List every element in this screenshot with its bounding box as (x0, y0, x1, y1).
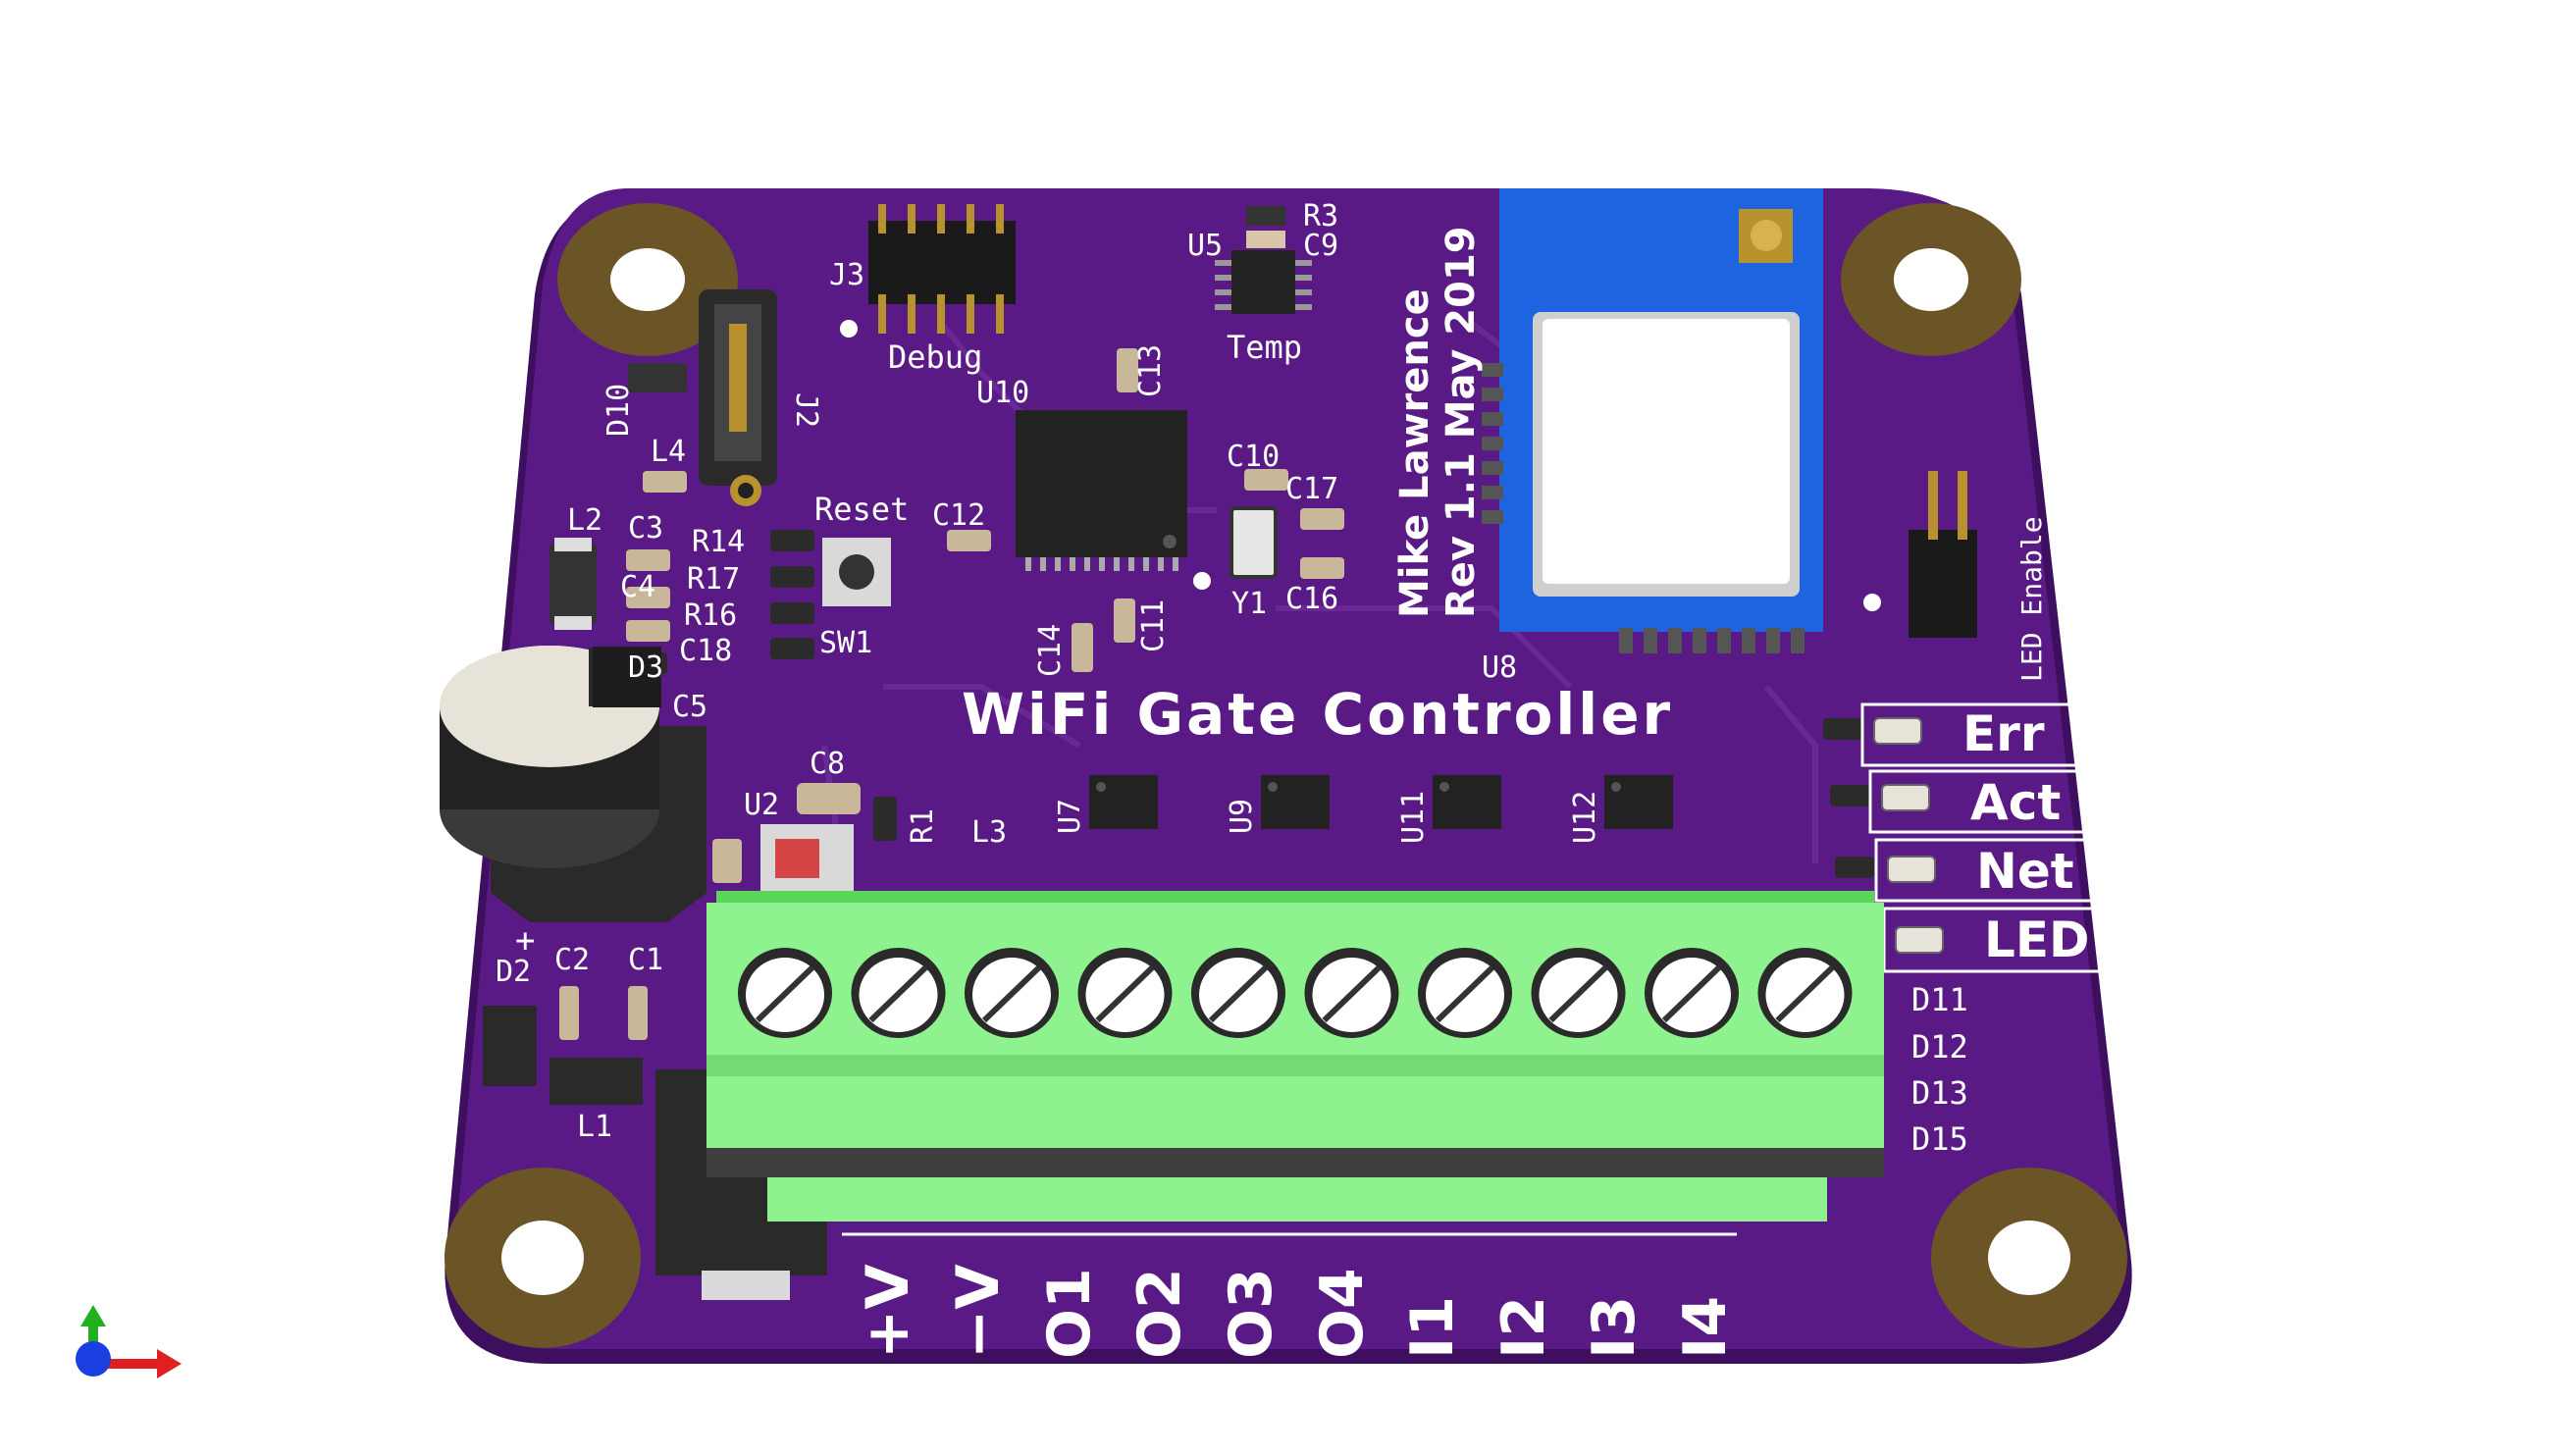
terminal-label-o1: O1 (1035, 1268, 1104, 1359)
optocouplers (1089, 775, 1673, 829)
label-c16: C16 (1285, 582, 1338, 616)
label-y1: Y1 (1231, 587, 1267, 621)
board-title: WiFi Gate Controller (962, 681, 1673, 748)
label-d10: D10 (602, 384, 636, 437)
debug-header-j3 (840, 204, 1016, 338)
mounting-hole-top-right (1841, 203, 2021, 356)
label-c11: C11 (1136, 599, 1171, 652)
terminal-screw (851, 948, 946, 1038)
board-author: Mike Lawrence (1392, 288, 1438, 618)
label-temp: Temp (1227, 329, 1302, 366)
label-c4: C4 (620, 570, 655, 604)
terminal-label-o4: O4 (1308, 1268, 1377, 1359)
label-l1: L1 (577, 1110, 612, 1144)
label-r16: R16 (684, 598, 737, 633)
reset-button-sw1 (822, 538, 891, 606)
label-r17: R17 (687, 562, 740, 597)
terminal-screw (1418, 948, 1512, 1038)
terminal-label-i4: I4 (1671, 1296, 1740, 1359)
label-u12: U12 (1568, 791, 1602, 844)
board-revision: Rev 1.1 May 2019 (1438, 226, 1484, 618)
mounting-hole-bottom-left (445, 1168, 641, 1348)
terminal-block (706, 891, 1884, 1222)
label-c10: C10 (1227, 440, 1280, 474)
label-c18: C18 (679, 634, 732, 668)
terminal-label-o3: O3 (1217, 1268, 1285, 1359)
label-c17: C17 (1285, 472, 1338, 506)
label-d12: D12 (1911, 1028, 1968, 1066)
inductor-l2 (549, 538, 597, 630)
label-u8: U8 (1482, 650, 1517, 685)
terminal-screw (1304, 948, 1399, 1038)
terminal-screw (1191, 948, 1285, 1038)
terminal-labels: +V −V O1 O2 O3 O4 I1 I2 I3 I4 (854, 1264, 1740, 1359)
label-r1: R1 (906, 808, 940, 844)
label-u5: U5 (1187, 229, 1223, 263)
label-u2: U2 (744, 788, 779, 822)
terminal-label-i3: I3 (1580, 1296, 1648, 1359)
label-c2: C2 (554, 943, 590, 977)
label-c3: C3 (628, 511, 663, 546)
label-u9: U9 (1225, 799, 1259, 834)
terminal-screw (1077, 948, 1173, 1038)
label-reset: Reset (814, 491, 909, 528)
led-enable-header (1909, 471, 1977, 638)
terminal-screw (1531, 948, 1626, 1038)
label-d2: D2 (496, 955, 531, 989)
label-d11: D11 (1911, 981, 1968, 1018)
label-plus: + (515, 921, 535, 961)
label-c14: C14 (1033, 624, 1068, 677)
label-c8: C8 (810, 747, 845, 781)
status-led-led: LED (1984, 911, 2090, 968)
usb-connector-j2 (699, 289, 777, 506)
status-leds (1823, 702, 2102, 973)
label-c1: C1 (628, 943, 663, 977)
label-debug: Debug (888, 338, 982, 376)
terminal-label-i2: I2 (1490, 1296, 1558, 1359)
terminal-screw (738, 948, 832, 1038)
mcu-u10 (1016, 410, 1187, 571)
terminal-screw (1645, 948, 1739, 1038)
label-c9: C9 (1303, 229, 1338, 263)
mounting-hole-top-left (557, 203, 738, 356)
terminal-label-o2: O2 (1125, 1268, 1194, 1359)
regulator-u2 (760, 824, 854, 893)
label-u10: U10 (976, 376, 1029, 410)
label-d3: D3 (628, 650, 663, 685)
electrolytic-capacitor-c5 (440, 646, 706, 922)
terminal-label-minus-v: −V (944, 1264, 1013, 1359)
label-sw1: SW1 (819, 626, 872, 660)
label-l2: L2 (567, 503, 602, 538)
label-r14: R14 (692, 525, 745, 559)
label-c5: C5 (672, 690, 707, 724)
label-j2: J2 (789, 392, 823, 428)
label-j3: J3 (829, 258, 864, 292)
terminal-screw (965, 948, 1059, 1038)
label-u7: U7 (1053, 799, 1087, 834)
label-c13: C13 (1133, 344, 1168, 397)
label-d13: D13 (1911, 1074, 1968, 1112)
wifi-module-u8 (1482, 188, 1881, 653)
label-d15: D15 (1911, 1120, 1968, 1158)
label-r3: R3 (1303, 199, 1338, 234)
status-led-net: Net (1976, 843, 2074, 900)
label-l3: L3 (971, 815, 1007, 850)
label-led-enable: LED Enable (2015, 516, 2048, 682)
status-led-err: Err (1962, 705, 2045, 762)
3d-axis-indicator-icon (76, 1305, 182, 1378)
terminal-screw (1757, 948, 1853, 1038)
status-led-act: Act (1970, 774, 2061, 831)
crystal-y1 (1193, 506, 1278, 590)
label-c12: C12 (932, 498, 985, 533)
terminal-label-i1: I1 (1398, 1296, 1467, 1359)
silkscreen: J3 Debug U10 U5 R3 C9 Temp C13 C10 C17 C… (496, 199, 2090, 1158)
label-l4: L4 (651, 435, 686, 469)
mounting-hole-bottom-right (1931, 1168, 2127, 1348)
temp-sensor-u5 (1215, 206, 1312, 314)
label-u11: U11 (1396, 791, 1431, 844)
terminal-label-plus-v: +V (854, 1264, 922, 1359)
passive-components (626, 348, 1344, 883)
